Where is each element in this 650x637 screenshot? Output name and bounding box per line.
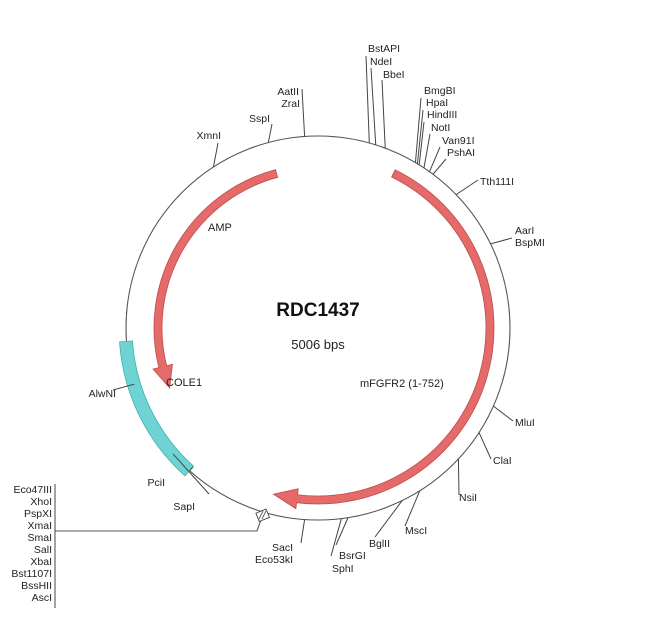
site-label-ndei[interactable]: NdeI [370, 56, 392, 68]
site-label-van91i[interactable]: Van91I [442, 135, 475, 147]
site-label-bglii[interactable]: BglII [369, 538, 390, 550]
feature-label-amp: AMP [208, 222, 232, 234]
mcs-label-bsshii[interactable]: BssHII [21, 580, 52, 592]
site-label-sspi[interactable]: SspI [249, 113, 270, 125]
mcs-label-sali[interactable]: SalI [34, 544, 52, 556]
site-tick [335, 517, 349, 546]
site-tick [330, 518, 342, 557]
site-tick [418, 121, 425, 165]
site-label-sphi[interactable]: SphI [332, 563, 354, 575]
restriction-site-ticks [112, 55, 514, 557]
site-tick [429, 146, 441, 172]
mcs-label-xmai[interactable]: XmaI [27, 520, 52, 532]
mcs-label-pspxi[interactable]: PspXI [24, 508, 52, 520]
site-label-bsrgi[interactable]: BsrGI [339, 550, 366, 562]
mcs-cluster: Eco47III XhoI PspXI XmaI SmaI SalI XbaI … [11, 484, 270, 608]
site-tick [172, 453, 210, 495]
site-label-eco53ki[interactable]: Eco53kI [255, 554, 293, 566]
site-label-hpai[interactable]: HpaI [426, 97, 448, 109]
site-label-nsii[interactable]: NsiI [459, 492, 477, 504]
site-label-pshai[interactable]: PshAI [447, 147, 475, 159]
site-tick [490, 237, 513, 245]
site-label-hindiii[interactable]: HindIII [427, 109, 457, 121]
site-tick [381, 79, 386, 149]
site-label-pcii[interactable]: PciI [147, 477, 165, 489]
site-label-bspmi[interactable]: BspMI [515, 237, 545, 249]
site-label-mlui[interactable]: MluI [515, 417, 535, 429]
feature-cole1[interactable] [119, 340, 195, 477]
mcs-label-xbai[interactable]: XbaI [30, 556, 52, 568]
site-tick [267, 123, 273, 143]
feature-label-cole1: COLE1 [166, 377, 202, 389]
site-tick [212, 142, 219, 168]
site-label-aatii[interactable]: ZraI [281, 98, 300, 110]
site-label-alwni[interactable]: AlwNI [89, 388, 116, 400]
site-label-xmni[interactable]: XmnI [196, 130, 221, 142]
site-label-aari[interactable]: AarI [515, 225, 534, 237]
site-tick [493, 405, 514, 422]
site-tick [404, 490, 421, 527]
site-tick [457, 458, 460, 496]
mcs-label-eco47iii[interactable]: Eco47III [13, 484, 52, 496]
mcs-hatch-icon [255, 508, 270, 523]
site-tick [189, 466, 194, 472]
site-tick [301, 88, 306, 137]
plasmid-backbone [125, 135, 511, 521]
site-tick [478, 432, 492, 460]
site-label-bbei[interactable]: BbeI [383, 69, 405, 81]
site-tick [365, 55, 370, 144]
site-label-bmgbi[interactable]: BmgBI [424, 85, 456, 97]
mcs-label-xhoi[interactable]: XhoI [30, 496, 52, 508]
site-tick [414, 97, 422, 163]
site-tick [455, 179, 479, 196]
mcs-label-smai[interactable]: SmaI [27, 532, 52, 544]
mcs-label-asci[interactable]: AscI [32, 592, 52, 604]
site-tick [300, 519, 306, 544]
site-label-msci[interactable]: MscI [405, 525, 427, 537]
mcs-connector [55, 516, 263, 532]
feature-amp-arrow[interactable] [152, 169, 279, 389]
feature-mfgfr2-arrow[interactable] [272, 169, 495, 510]
site-labels: BstAPI NdeI BbeI BmgBI HpaI HindIII NotI… [89, 43, 545, 575]
plasmid-name: RDC1437 [276, 300, 359, 321]
site-tick [112, 383, 135, 391]
site-tick [432, 158, 447, 175]
site-label-zrai[interactable]: AatII [277, 86, 299, 98]
site-tick [370, 67, 377, 145]
feature-label-mfgfr2: mFGFR2 (1-752) [360, 378, 444, 390]
site-label-tth111i[interactable]: Tth111I [480, 176, 514, 188]
site-label-clai[interactable]: ClaI [493, 455, 512, 467]
site-label-saci[interactable]: SacI [272, 542, 293, 554]
site-tick [374, 500, 403, 538]
site-tick [416, 109, 424, 164]
mcs-label-bst1107i[interactable]: Bst1107I [11, 568, 52, 580]
site-label-sapi[interactable]: SapI [173, 501, 195, 513]
plasmid-size: 5006 bps [291, 337, 345, 352]
site-tick [423, 133, 431, 168]
site-label-noti[interactable]: NotI [431, 122, 450, 134]
site-label-bstapi[interactable]: BstAPI [368, 43, 400, 55]
